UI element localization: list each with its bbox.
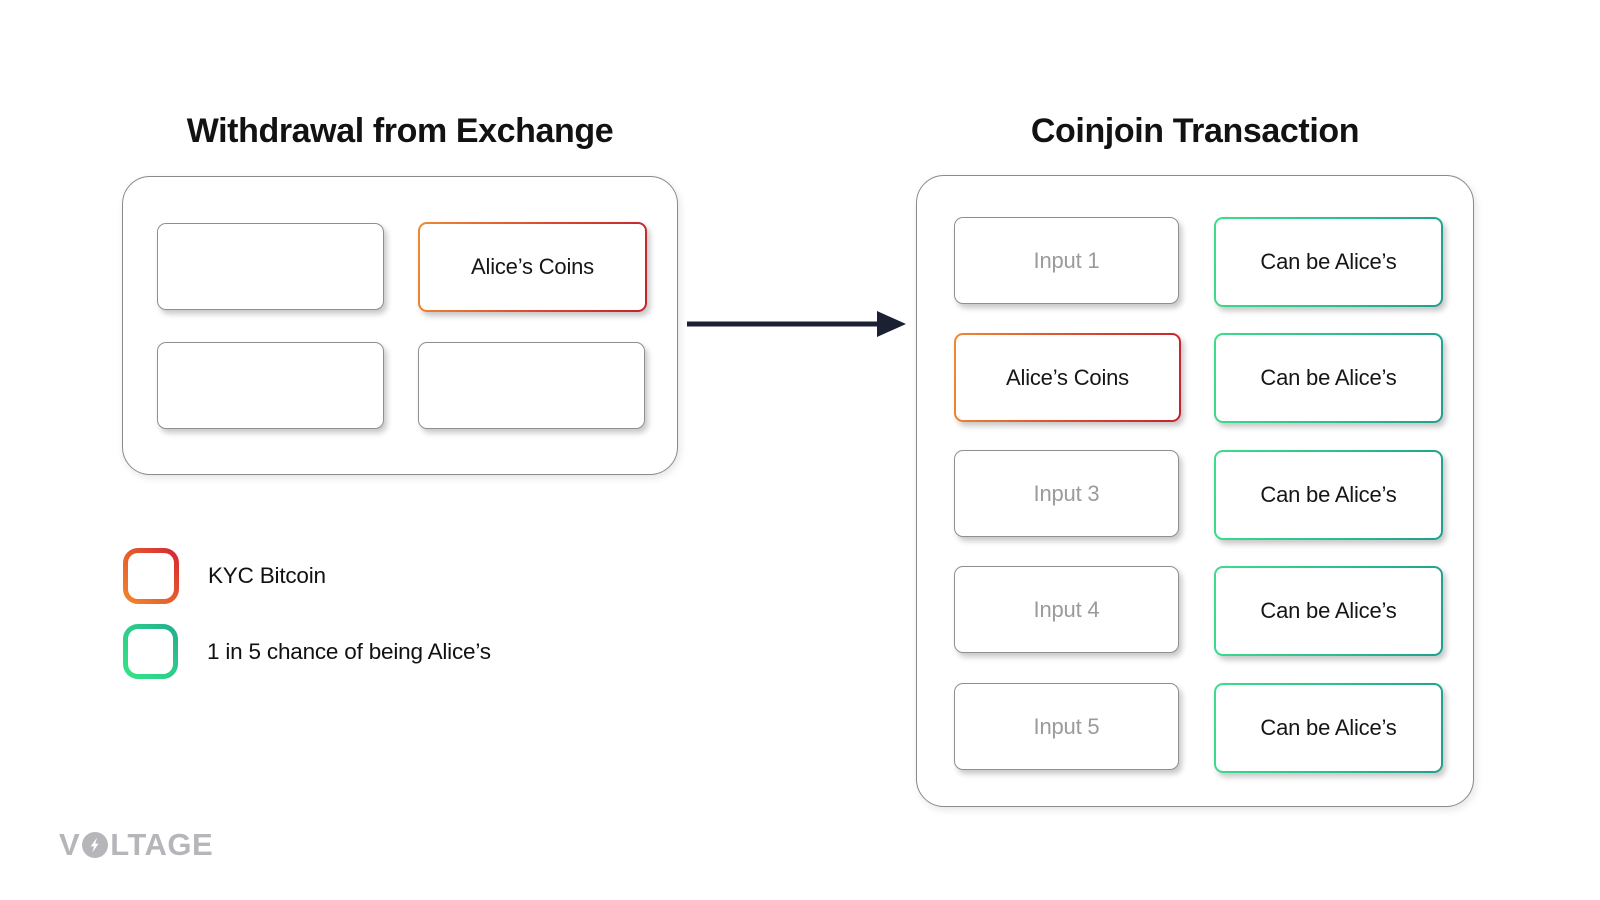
left-panel-title: Withdrawal from Exchange <box>186 112 614 150</box>
kyc-swatch-icon <box>123 548 179 604</box>
legend-item-anon: 1 in 5 chance of being Alice’s <box>123 624 491 679</box>
legend-item-kyc: KYC Bitcoin <box>123 548 326 604</box>
coinjoin-output-box: Can be Alice’s <box>1214 683 1443 773</box>
coinjoin-container: Input 1 Can be Alice’s Alice’s Coins Can… <box>916 175 1474 807</box>
coinjoin-input-box: Input 4 <box>954 566 1179 653</box>
coinjoin-input-box: Input 3 <box>954 450 1179 537</box>
exchange-utxo-box <box>157 342 384 429</box>
coinjoin-input-box: Input 1 <box>954 217 1179 304</box>
coinjoin-output-box: Can be Alice’s <box>1214 217 1443 307</box>
voltage-logo-prefix: V <box>59 827 81 862</box>
legend-label-anon: 1 in 5 chance of being Alice’s <box>207 638 491 664</box>
right-panel-title: Coinjoin Transaction <box>1030 112 1360 150</box>
exchange-utxo-box <box>418 342 645 429</box>
alices-coins-input-box: Alice’s Coins <box>954 333 1181 422</box>
exchange-utxo-box <box>157 223 384 310</box>
coinjoin-output-box: Can be Alice’s <box>1214 566 1443 656</box>
voltage-logo: V LTAGE <box>59 829 213 860</box>
legend-label-kyc: KYC Bitcoin <box>208 563 326 588</box>
alices-coins-box: Alice’s Coins <box>418 222 647 312</box>
flow-arrow-icon <box>687 311 906 337</box>
coinjoin-input-box: Input 5 <box>954 683 1179 770</box>
voltage-logo-suffix: LTAGE <box>110 827 214 862</box>
lightning-bolt-icon <box>82 831 109 858</box>
anon-swatch-icon <box>123 624 178 679</box>
coinjoin-output-box: Can be Alice’s <box>1214 333 1443 423</box>
coinjoin-output-box: Can be Alice’s <box>1214 450 1443 540</box>
exchange-withdrawal-container: Alice’s Coins <box>122 176 678 475</box>
